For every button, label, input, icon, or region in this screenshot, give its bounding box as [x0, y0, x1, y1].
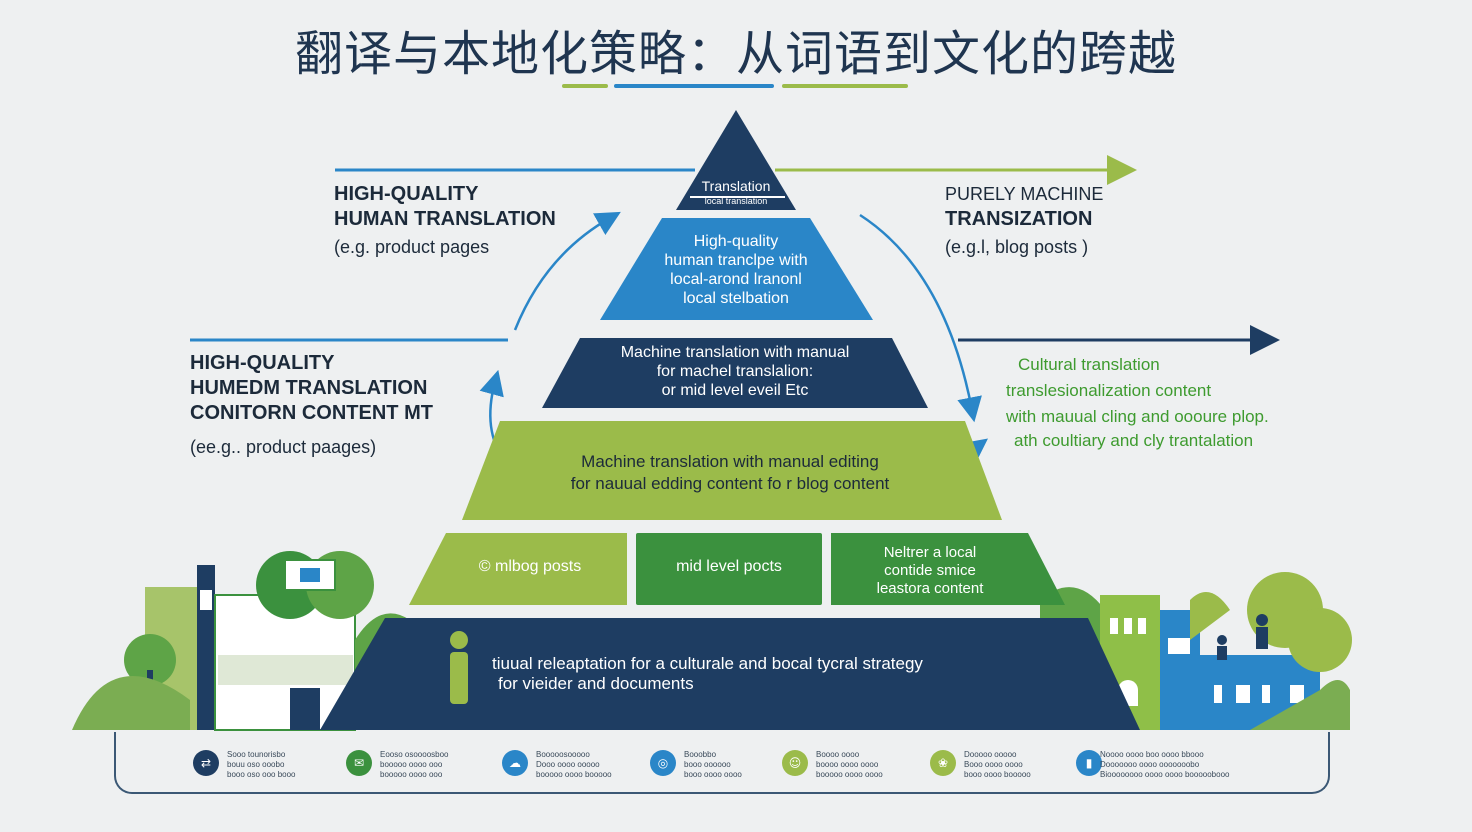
tier-6-line-1: tiuual releaptation for a culturale and … — [492, 654, 923, 673]
right-mid-note: Cultural translation translesionalizatio… — [1006, 352, 1269, 452]
tier-5-box-1: © mlbog posts — [478, 558, 582, 575]
tier-1-line-2: local translation — [704, 196, 768, 206]
right-mid-line-3: with mauual cling and oooure plop. — [1006, 407, 1269, 426]
tier-4-line-1: Machine translation with manual editing — [581, 452, 879, 471]
title-underline-left — [562, 84, 608, 88]
left-top-line-1: HIGH-QUALITY — [334, 183, 479, 205]
left-mid-line-1: HIGH-QUALITY — [190, 352, 335, 374]
left-mid-example: (ee.g.. product paages) — [190, 437, 377, 457]
tier-3-line-2: for machel translalion: — [656, 363, 814, 380]
tier-6-text: tiuual releaptation for a culturale and … — [492, 654, 1052, 694]
page-title: 翻译与本地化策略：从词语到文化的跨越 — [294, 26, 1177, 82]
tier-6 — [320, 618, 1140, 730]
tier-5-box-3: Neltrer a local contide smice leastora c… — [876, 544, 984, 597]
left-top-line-2: HUMAN TRANSLATION — [334, 208, 556, 230]
tier-5-left — [409, 533, 627, 605]
translate-icon: ⇄ — [193, 750, 219, 776]
people-icon: ☺ — [782, 750, 808, 776]
left-tree-canopy — [124, 634, 176, 686]
right-mid-line-2: translesionalization content — [1006, 381, 1212, 400]
left-top-note: HIGH-QUALITY HUMAN TRANSLATION (e.g. pro… — [334, 182, 556, 262]
chat-icon: ✉ — [346, 750, 372, 776]
tier-5-box-2: mid level pocts — [676, 558, 782, 575]
right-mid-line-4: ath coultiary and cly trantalation — [1014, 431, 1254, 450]
left-mid-note: HIGH-QUALITY HUMEDM TRANSLATION CONITORN… — [190, 351, 433, 462]
tier-1-line-1: Translation — [701, 178, 771, 194]
tier-6-line-2: for vieider and documents — [498, 674, 694, 693]
tier-4-line-2: for nauual edding content fo r blog cont… — [570, 474, 890, 493]
right-mid-line-1: Cultural translation — [1018, 355, 1160, 374]
tier-5-mid — [636, 533, 822, 605]
tier-3-line-1: Machine translation with manual — [620, 344, 850, 361]
tier-1 — [676, 110, 796, 210]
person-icon — [1217, 635, 1227, 645]
book-icon: ▮ — [1076, 750, 1102, 776]
tier-5-right — [831, 533, 1065, 605]
cloud-icon: ☁ — [502, 750, 528, 776]
tier-4 — [462, 421, 1002, 520]
title-underline-mid — [614, 84, 774, 88]
right-top-line-2: TRANSIZATION — [945, 208, 1093, 230]
globe-icon: ◎ — [650, 750, 676, 776]
left-top-example: (e.g. product pages — [334, 237, 490, 257]
right-top-example: (e.g.l, blog posts ) — [945, 237, 1089, 257]
tier-2 — [600, 218, 873, 320]
tier-1-text: Translation local translation — [676, 178, 796, 207]
tier-2-line-1: High-quality — [693, 233, 779, 250]
left-tower — [197, 565, 215, 730]
person-figure-icon — [450, 631, 468, 649]
tier-2-text: High-quality human tranclpe with local-a… — [620, 232, 852, 308]
left-mid-line-3: CONITORN CONTENT MT — [190, 402, 433, 424]
tier-3-text: Machine translation with manual for mach… — [560, 343, 910, 400]
tier-4-text: Machine translation with manual editing … — [480, 451, 980, 495]
right-top-note: PURELY MACHINE TRANSIZATION (e.g.l, blog… — [945, 182, 1103, 262]
legend-panel — [114, 732, 1330, 794]
left-upper-curve-arrow — [513, 211, 621, 331]
tier-3 — [542, 338, 928, 408]
tier-2-line-4: local stelbation — [683, 290, 789, 307]
tier-2-line-2: human tranclpe with — [664, 252, 808, 269]
left-mid-line-2: HUMEDM TRANSLATION — [190, 377, 428, 399]
tier-2-line-3: local-arond lranonl — [670, 271, 802, 288]
right-upper-curve-arrow — [859, 213, 982, 423]
title-underline-right — [782, 84, 908, 88]
right-top-line-1: PURELY MACHINE — [945, 184, 1104, 204]
leaf-icon: ❀ — [930, 750, 956, 776]
tier-3-line-3: or mid level eveil Etc — [661, 382, 809, 399]
